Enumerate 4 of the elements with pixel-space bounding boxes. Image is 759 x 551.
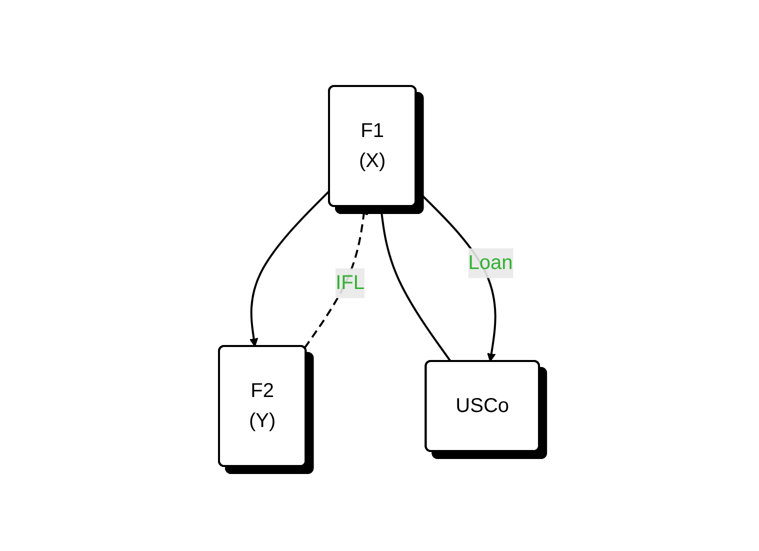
arrow bbox=[304, 206, 369, 348]
edge-label: Loan bbox=[468, 252, 514, 274]
connector bbox=[380, 206, 452, 362]
edge-label: IFL bbox=[336, 272, 365, 294]
